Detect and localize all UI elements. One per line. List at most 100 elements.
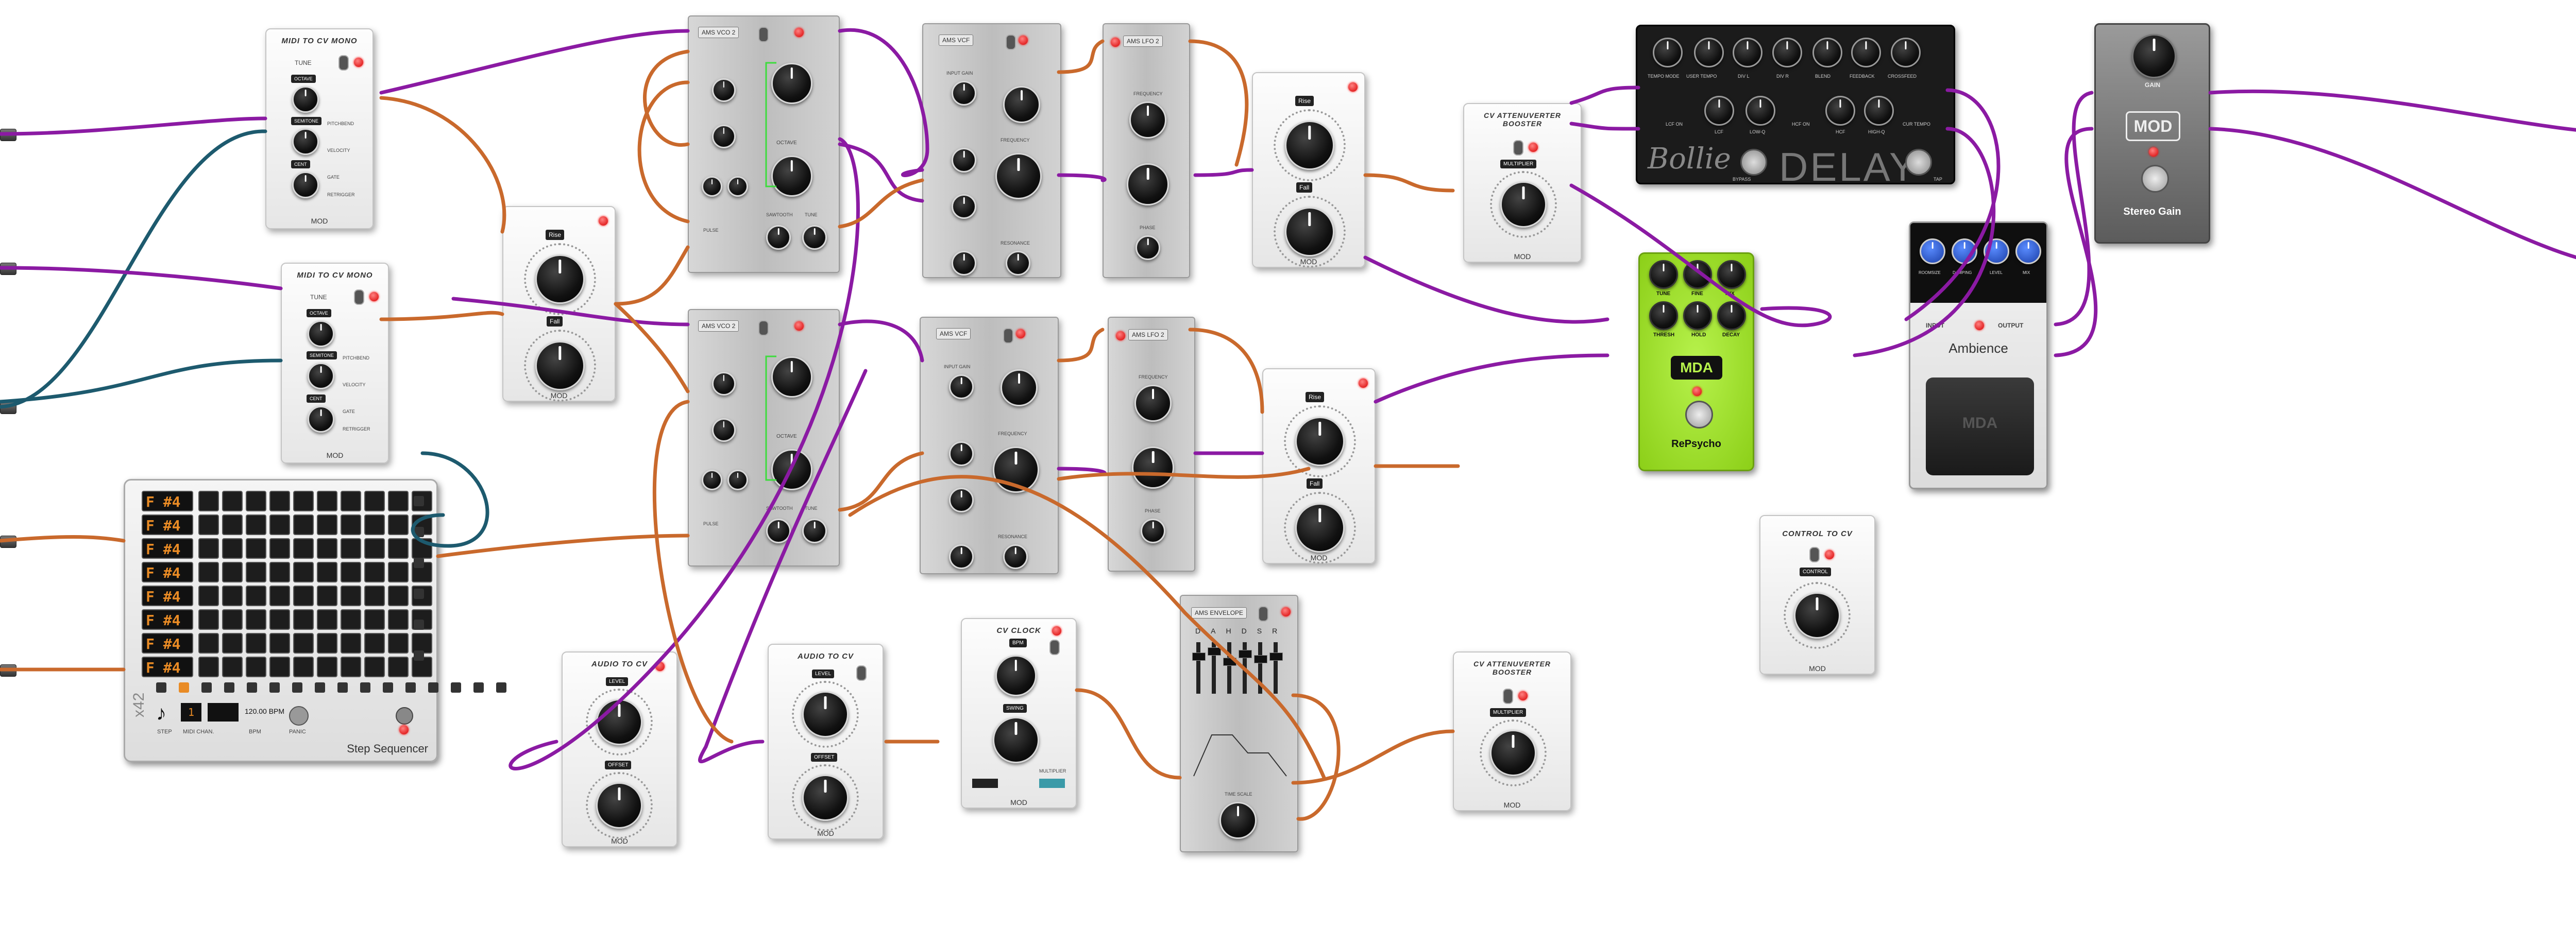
midi-to-cv-module-2[interactable]: MIDI TO CV MONO TUNE OCTAVE SEMITONE CEN…: [281, 263, 389, 464]
step-cell[interactable]: [317, 633, 337, 654]
note-display[interactable]: F #4: [142, 491, 193, 511]
audio-to-cv-module-1[interactable]: AUDIO TO CV LEVEL OFFSET MOD: [562, 651, 677, 847]
semitone-knob[interactable]: [292, 128, 319, 155]
audio-to-cv-module-2[interactable]: AUDIO TO CV LEVEL OFFSET MOD: [768, 644, 884, 839]
step-cell[interactable]: [293, 514, 314, 535]
step-indicator[interactable]: [179, 682, 189, 693]
note-display[interactable]: F #4: [142, 538, 193, 559]
scroll-button[interactable]: [414, 589, 424, 599]
midi-channel-display[interactable]: [208, 703, 239, 722]
note-display[interactable]: F #4: [142, 657, 193, 677]
small-knob[interactable]: [702, 176, 722, 197]
step-indicator[interactable]: [405, 682, 416, 693]
audio-cable[interactable]: [838, 319, 924, 363]
stereo-gain-pedal[interactable]: GAIN MOD Stereo Gain: [2094, 23, 2210, 244]
fader-handle[interactable]: [1208, 647, 1221, 656]
input-gain-knob[interactable]: [949, 374, 974, 399]
step-cell[interactable]: [269, 514, 290, 535]
cv-attenuverter-module-2[interactable]: CV ATTENUVERTER BOOSTER MULTIPLIER MOD: [1453, 651, 1571, 811]
tune-knob[interactable]: [1649, 260, 1678, 289]
frequency-knob[interactable]: [1134, 385, 1172, 422]
step-cell[interactable]: [317, 657, 337, 677]
step-sequencer-module[interactable]: F #4 F #4 F #4 F #4 F #4 F #4 F #4 F #4 …: [124, 479, 506, 762]
audio-cable[interactable]: [0, 266, 283, 290]
time-scale-knob[interactable]: [1219, 802, 1257, 839]
control-knob[interactable]: [1794, 592, 1840, 639]
bypass-switch[interactable]: [1513, 140, 1523, 156]
lcf-knob[interactable]: [1704, 96, 1734, 126]
cent-knob[interactable]: [308, 406, 334, 433]
damping-knob[interactable]: [1952, 238, 1977, 264]
octave-knob[interactable]: [292, 86, 319, 113]
octave-knob[interactable]: [771, 63, 812, 104]
cv-cable[interactable]: [1057, 328, 1105, 363]
scroll-button[interactable]: [414, 558, 424, 568]
audio-cable[interactable]: [2054, 91, 2094, 327]
cv-cable[interactable]: [0, 535, 126, 543]
bypass-switch[interactable]: [758, 27, 769, 42]
low-q-knob[interactable]: [1745, 96, 1775, 126]
level-knob[interactable]: [802, 691, 849, 737]
lfo-module-2[interactable]: AMS LFO 2 FREQUENCY PHASE: [1108, 317, 1195, 572]
step-cell[interactable]: [269, 609, 290, 630]
cv-cable[interactable]: [1363, 173, 1455, 193]
stage-fader[interactable]: [1269, 642, 1283, 694]
fall-knob[interactable]: [1285, 207, 1334, 256]
small-knob[interactable]: [727, 470, 748, 490]
audio-cable[interactable]: [2054, 127, 2098, 357]
fader-handle[interactable]: [1254, 655, 1267, 663]
small-knob[interactable]: [952, 251, 976, 276]
power-knob[interactable]: [396, 707, 413, 725]
note-display[interactable]: F #4: [142, 562, 193, 582]
step-cell[interactable]: [246, 538, 266, 559]
bypass-switch[interactable]: [338, 55, 349, 71]
cv-clock-module[interactable]: CV CLOCK BPM SWING MULTIPLIER MOD: [961, 618, 1077, 809]
div-l-knob[interactable]: [1733, 38, 1762, 67]
small-knob[interactable]: [712, 418, 736, 442]
phase-knob[interactable]: [1141, 519, 1165, 543]
step-cell[interactable]: [412, 538, 432, 559]
audio-cable[interactable]: [1374, 353, 1609, 404]
audio-cable[interactable]: [1057, 173, 1107, 182]
rise-knob[interactable]: [1285, 121, 1334, 170]
frequency-knob[interactable]: [995, 153, 1042, 199]
vcf-module-1[interactable]: AMS VCF INPUT GAIN FREQUENCY RESONANCE: [922, 23, 1061, 278]
step-cell[interactable]: [198, 514, 219, 535]
midi-cable[interactable]: [0, 358, 283, 404]
swing-knob[interactable]: [993, 717, 1039, 763]
step-indicator[interactable]: [360, 682, 370, 693]
step-cell[interactable]: [246, 633, 266, 654]
step-indicator[interactable]: [269, 682, 280, 693]
bypass-switch[interactable]: [856, 665, 867, 681]
sawtooth-knob[interactable]: [766, 519, 791, 543]
small-knob[interactable]: [712, 78, 736, 102]
cv-cable[interactable]: [379, 96, 506, 234]
offset-knob[interactable]: [596, 782, 642, 829]
waveform-knob[interactable]: [1127, 163, 1169, 205]
cv-cable[interactable]: [436, 534, 690, 558]
input-port-edge[interactable]: [0, 664, 16, 677]
step-cell[interactable]: [246, 562, 266, 582]
step-cell[interactable]: [388, 538, 409, 559]
waveform-knob[interactable]: [1132, 447, 1174, 489]
step-cell[interactable]: [317, 562, 337, 582]
step-cell[interactable]: [364, 609, 385, 630]
step-cell[interactable]: [388, 609, 409, 630]
fader-handle[interactable]: [1269, 653, 1283, 661]
small-knob[interactable]: [949, 544, 974, 569]
bypass-switch[interactable]: [1258, 606, 1268, 622]
step-indicator[interactable]: [337, 682, 348, 693]
feedback-knob[interactable]: [1851, 38, 1881, 67]
bypass-footswitch[interactable]: [2141, 165, 2169, 193]
step-cell[interactable]: [222, 657, 243, 677]
audio-cable[interactable]: [1569, 85, 1640, 105]
phase-knob[interactable]: [1136, 235, 1160, 260]
cent-knob[interactable]: [292, 171, 319, 198]
stage-fader[interactable]: [1254, 642, 1267, 694]
step-indicator[interactable]: [496, 682, 506, 693]
step-cell[interactable]: [198, 538, 219, 559]
small-knob[interactable]: [727, 176, 748, 197]
slew-limiter-module-3[interactable]: Rise Fall MOD: [1262, 368, 1376, 564]
step-cell[interactable]: [341, 657, 361, 677]
mix-knob[interactable]: [2015, 238, 2041, 264]
